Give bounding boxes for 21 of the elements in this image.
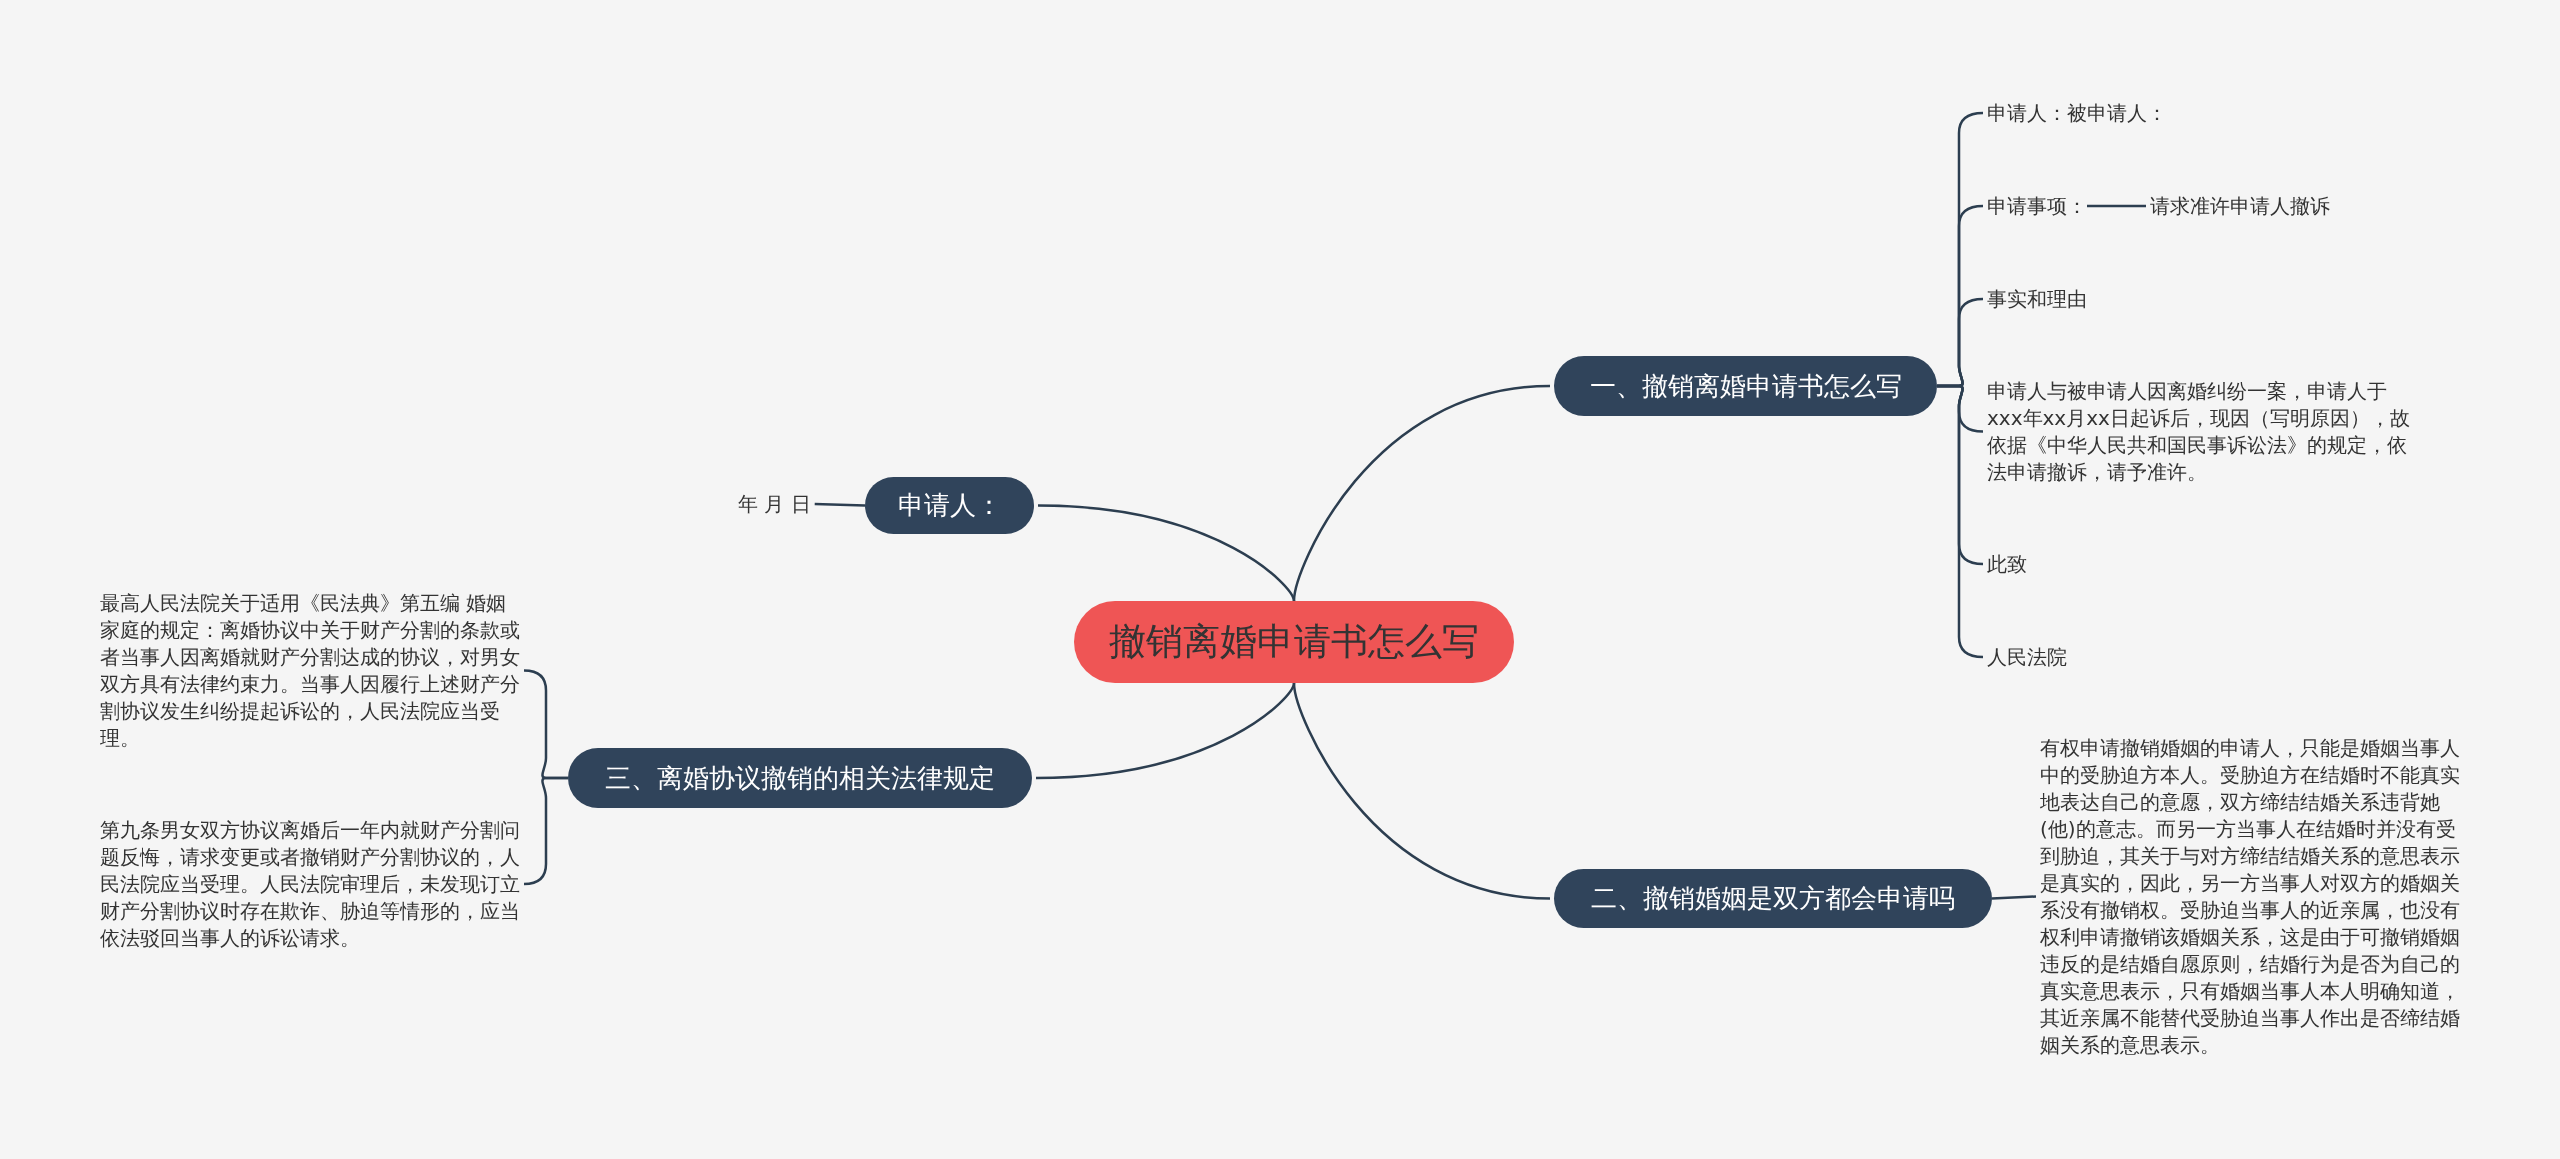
topic-box: 二、撤销婚姻是双方都会申请吗 [1554,869,1992,928]
topic-text: 最高人民法院关于适用《民法典》第五编 婚姻家庭的规定：离婚协议中关于财产分割的条款或者当事人因离婚就财产分割达成的协议，对男女双方具有法律约束力。当事人因履行上述财产分割协议发生纠纷提起诉讼的，人民法院应当受理。 [100,590,525,752]
topic-text: 申请人：被申请人： [1987,100,2247,127]
central-topic: 撤销离婚申请书怎么写 [1074,601,1514,683]
connector-line [1037,504,1296,602]
topic-box: 一、撤销离婚申请书怎么写 [1554,356,1937,416]
topic-text: 第九条男女双方协议离婚后一年内就财产分割问题反悔，请求变更或者撤销财产分割协议的，人民法院应当受理。人民法院审理后，未发现订立财产分割协议时存在欺诈、胁迫等情形的，应当依法驳回当事人的诉讼请求。 [100,817,525,952]
topic-text: 申请人与被申请人因离婚纠纷一案，申请人于xxx年xx月xx日起诉后，现因（写明原因），故依据《中华人民共和国民事诉讼法》的规定，依法申请撤诉，请予准许。 [1987,378,2417,486]
topic-text: 事实和理由 [1987,286,2187,313]
connector-line [2087,204,2146,208]
connector-line [814,502,866,507]
topic-text: 此致 [1987,551,2087,578]
topic-text: 年 月 日 [738,491,824,518]
topic-box: 申请人： [865,477,1034,534]
connector-line [1991,895,2037,900]
topic-box: 三、离婚协议撤销的相关法律规定 [568,748,1032,808]
topic-text: 人民法院 [1987,644,2137,671]
topic-text: 请求准许申请人撤诉 [2150,193,2370,220]
topic-text: 有权申请撤销婚姻的申请人，只能是婚姻当事人中的受胁迫方本人。受胁迫方在结婚时不能真实地表达自己的意愿，双方缔结结婚关系违背她(他)的意志。而另一方当事人在结婚时并没有受到胁迫，其关于与对方缔结结婚关系的意思表示是真实的，因此，另一方当事人对双方的婚姻关系没有撤销权。受胁迫当事人的近亲属，也没有权利申请撤销该婚姻关系，这是由于可撤销婚姻违反的是结婚自愿原则，结婚行为是否为自己的真实意思表示，只有婚姻当事人本人明确知道，其近亲属不能替代受胁迫当事人作出是否缔结婚姻关系的意思表示。 [2040,735,2465,1059]
connector-line [1035,682,1296,780]
topic-text: 申请事项： [1987,193,2097,220]
